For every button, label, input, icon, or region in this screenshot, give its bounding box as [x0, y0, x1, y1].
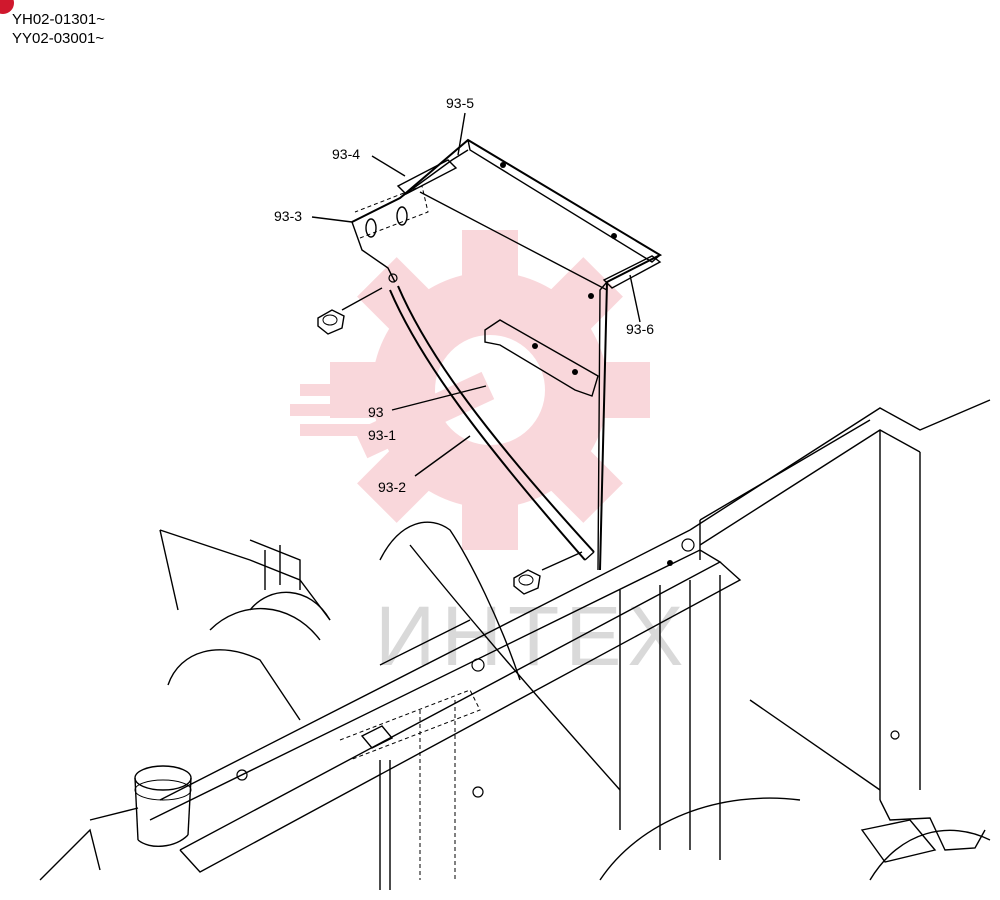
- air-duct: [159, 521, 621, 791]
- serial-range: YH02-01301~ YY02-03001~: [12, 10, 105, 48]
- callout-93-6: 93-6: [626, 321, 654, 337]
- callout-leaders: [311, 112, 641, 477]
- bolt-upper-icon: [317, 287, 383, 335]
- upper-bracket: [351, 138, 663, 571]
- serial-line-1: YH02-01301~: [12, 11, 105, 28]
- bolt-lower-icon: [513, 551, 583, 595]
- callout-93-5: 93-5: [446, 95, 474, 111]
- watermark-text: ИНТЕХ: [375, 589, 689, 683]
- seal-strip: [389, 285, 595, 561]
- callout-93-1: 93-1: [368, 427, 396, 443]
- reservoir-cap-icon: [39, 765, 192, 881]
- callout-93-4: 93-4: [332, 146, 360, 162]
- callout-93-3: 93-3: [274, 208, 302, 224]
- callout-93-2: 93-2: [378, 479, 406, 495]
- callout-93: 93: [368, 404, 384, 420]
- corner-mark-icon: [0, 0, 14, 14]
- mount-plate: [484, 319, 599, 397]
- serial-line-2: YY02-03001~: [12, 30, 105, 47]
